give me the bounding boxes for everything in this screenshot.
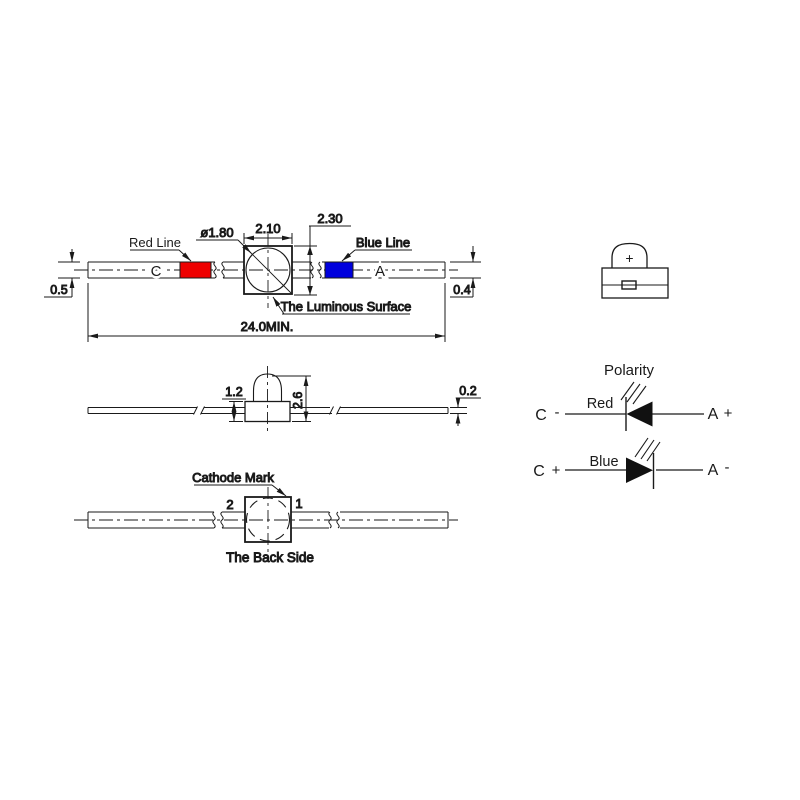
back-view: 2 1 Cathode Mark The Back Side bbox=[74, 470, 458, 566]
diode-triangle-right bbox=[626, 457, 653, 483]
right-flat-lead bbox=[290, 406, 449, 415]
left-flat-lead bbox=[87, 406, 245, 415]
color-label-red: Red bbox=[587, 396, 614, 412]
break-mark bbox=[213, 261, 217, 279]
body-diagonal bbox=[245, 247, 292, 294]
break-mark bbox=[220, 511, 224, 529]
body-height-dim: 2.30 bbox=[317, 211, 342, 226]
left-lead bbox=[87, 511, 245, 529]
total-height-dimension: 2.6 bbox=[272, 375, 311, 422]
cathode-terminal: C bbox=[533, 463, 545, 480]
break-mark bbox=[336, 511, 340, 529]
break-mark bbox=[318, 261, 322, 279]
back-side-caption: The Back Side bbox=[226, 550, 314, 565]
right-lead bbox=[291, 511, 449, 529]
cathode-sign: + bbox=[552, 462, 561, 479]
icon-window bbox=[621, 280, 637, 290]
red-line-label: Red Line bbox=[129, 235, 181, 250]
blue-line-label: Blue Line bbox=[356, 235, 410, 250]
diameter-dim: ø1.80 bbox=[200, 225, 233, 240]
cathode-sign: - bbox=[555, 404, 560, 421]
pin-1-label: 1 bbox=[295, 496, 302, 511]
icon-dome bbox=[611, 242, 648, 268]
left-lead-width-dim: 0.5 bbox=[50, 283, 67, 297]
left-lead-width-dimension: 0.5 bbox=[44, 249, 80, 298]
polarity-title: Polarity bbox=[604, 362, 655, 379]
red-line-callout: Red Line bbox=[129, 235, 192, 262]
cathode-terminal: C bbox=[535, 407, 547, 424]
package-icon: + bbox=[601, 242, 669, 299]
overall-length-dim: 24.0MIN. bbox=[241, 319, 294, 334]
right-lead-width-dim: 0.4 bbox=[453, 283, 470, 297]
leader-arrow bbox=[341, 249, 356, 262]
polarity-row-blue: C + Blue A - bbox=[533, 437, 730, 489]
cathode-letter: C bbox=[151, 263, 162, 280]
base-height-dimension: 1.2 bbox=[222, 385, 246, 422]
luminous-surface-label: The Luminous Surface bbox=[281, 299, 412, 314]
polarity-row-red: C - Red A + bbox=[535, 381, 733, 431]
break-mark bbox=[310, 261, 314, 279]
base-height-dim: 1.2 bbox=[225, 385, 242, 399]
diameter-callout: ø1.80 bbox=[196, 225, 252, 254]
top-view: C A Red Line Blue Line bbox=[44, 211, 481, 342]
break-mark bbox=[328, 511, 332, 529]
leader-arrow bbox=[271, 484, 287, 497]
cathode-mark-label: Cathode Mark bbox=[192, 470, 274, 485]
break-mark bbox=[329, 406, 334, 415]
icon-plus-mark: + bbox=[625, 250, 633, 266]
light-rays bbox=[634, 437, 661, 462]
icon-body bbox=[601, 267, 669, 299]
anode-sign: + bbox=[724, 405, 733, 422]
color-label-blue: Blue bbox=[589, 454, 618, 470]
break-mark bbox=[221, 261, 225, 279]
polarity-section: Polarity C - Red A + C + Blue bbox=[533, 362, 733, 489]
lead-thickness-dim: 0.2 bbox=[459, 384, 476, 398]
body-height-dimension: 2.30 bbox=[294, 211, 351, 296]
break-mark bbox=[193, 406, 198, 415]
anode-terminal: A bbox=[708, 462, 719, 479]
leader-arrow bbox=[237, 239, 252, 254]
diode-triangle-left bbox=[626, 401, 653, 427]
pin-2-label: 2 bbox=[226, 497, 233, 512]
leader-arrow bbox=[272, 296, 285, 315]
luminous-surface-callout: The Luminous Surface bbox=[272, 296, 412, 315]
body-width-dimension: 2.10 bbox=[243, 221, 293, 244]
total-height-dim: 2.6 bbox=[291, 392, 305, 409]
right-lead-width-dimension: 0.4 bbox=[450, 246, 481, 298]
blue-line-band bbox=[324, 261, 354, 279]
body-width-dim: 2.10 bbox=[255, 221, 280, 236]
anode-sign: - bbox=[725, 459, 730, 476]
red-line-band bbox=[179, 261, 212, 279]
light-rays bbox=[620, 381, 647, 405]
anode-terminal: A bbox=[708, 406, 719, 423]
break-mark bbox=[212, 511, 216, 529]
leader-arrow bbox=[178, 249, 192, 262]
side-view: 1.2 2.6 0.2 bbox=[87, 366, 481, 432]
overall-length-dimension: 24.0MIN. bbox=[87, 283, 446, 342]
lead-thickness-dimension: 0.2 bbox=[450, 384, 481, 426]
cathode-mark-callout: Cathode Mark bbox=[192, 470, 287, 497]
blue-line-callout: Blue Line bbox=[341, 235, 412, 262]
anode-letter: A bbox=[375, 263, 385, 280]
